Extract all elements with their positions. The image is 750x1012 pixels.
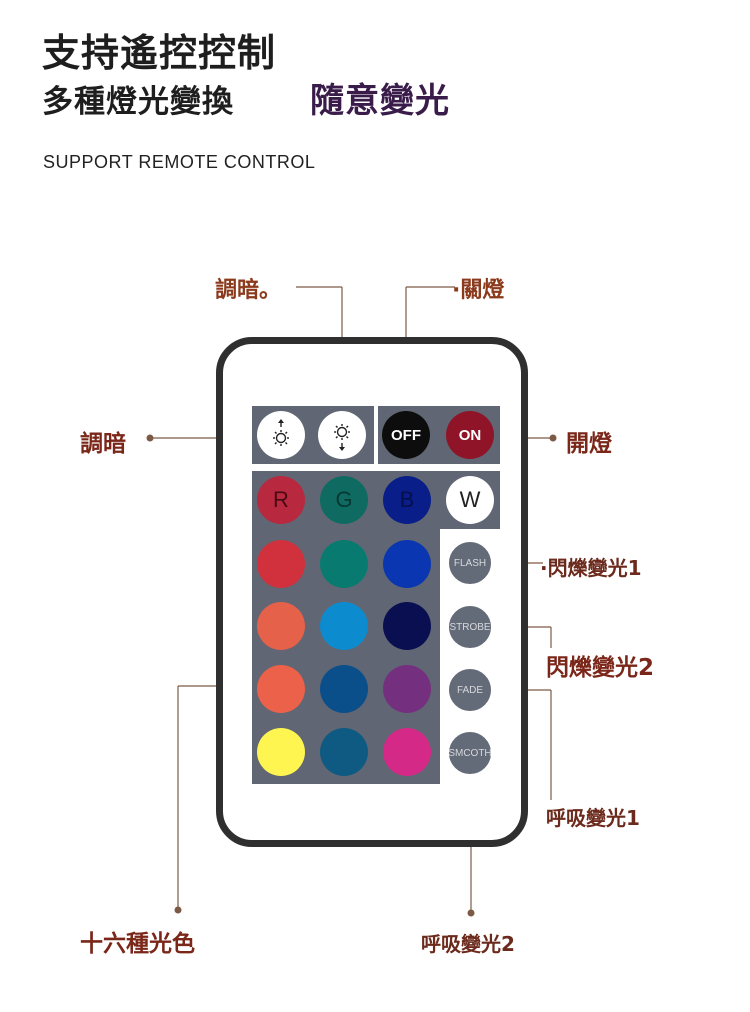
brightness-up-icon (273, 419, 289, 446)
title-line2: 多種燈光變換 (42, 84, 234, 120)
blue-button[interactable]: B (383, 476, 431, 524)
strobe-button-label: STROBE (449, 621, 491, 633)
color-button-4[interactable] (257, 602, 305, 650)
label-flash1: ·閃爍變光1 (540, 556, 642, 580)
fade-button-label: FADE (456, 684, 484, 696)
subtitle: SUPPORT REMOTE CONTROL (43, 152, 316, 172)
color-button-6[interactable] (383, 602, 431, 650)
color-button-3[interactable] (383, 540, 431, 588)
color-button-2[interactable] (320, 540, 368, 588)
label-on-right: 開燈 (566, 431, 612, 457)
label-flash2: 閃爍變光2 (546, 655, 655, 681)
off-button-label: OFF (391, 426, 421, 444)
color-button-9[interactable] (383, 665, 431, 713)
strobe-button[interactable]: STROBE (447, 604, 493, 650)
color-button-5[interactable] (320, 602, 368, 650)
brightness-down-button[interactable] (318, 411, 366, 459)
smooth-button-label: SMCOTH (448, 747, 492, 759)
red-button-label: R (273, 487, 289, 512)
green-button-label: G (335, 487, 353, 512)
white-button-label: W (459, 487, 481, 512)
blue-button-label: B (399, 487, 415, 512)
label-dim-left: 調暗 (80, 431, 126, 457)
label-off-top: ·關燈 (452, 278, 505, 303)
label-sixteen-colors: 十六種光色 (80, 931, 195, 957)
brightness-up-button[interactable] (257, 411, 305, 459)
title-line1: 支持遙控控制 (42, 31, 277, 75)
red-button[interactable]: R (257, 476, 305, 524)
color-button-11[interactable] (320, 728, 368, 776)
label-breathe2: 呼吸變光2 (421, 932, 515, 956)
fade-button[interactable]: FADE (447, 667, 493, 713)
white-button[interactable]: W (446, 476, 494, 524)
on-button-label: ON (458, 426, 482, 444)
color-button-10[interactable] (257, 728, 305, 776)
label-breathe1: 呼吸變光1 (546, 806, 640, 830)
flash-button[interactable]: FLASH (447, 540, 493, 586)
color-button-12[interactable] (383, 728, 431, 776)
title-line2-accent: 隨意變光 (310, 81, 450, 121)
brightness-down-icon (334, 424, 350, 451)
off-button[interactable]: OFF (382, 411, 430, 459)
flash-button-label: FLASH (453, 557, 487, 569)
color-button-1[interactable] (257, 540, 305, 588)
smooth-button[interactable]: SMCOTH (447, 730, 493, 776)
label-dim-top: 調暗。 (215, 278, 282, 303)
color-button-8[interactable] (320, 665, 368, 713)
green-button[interactable]: G (320, 476, 368, 524)
on-button[interactable]: ON (446, 411, 494, 459)
color-button-7[interactable] (257, 665, 305, 713)
